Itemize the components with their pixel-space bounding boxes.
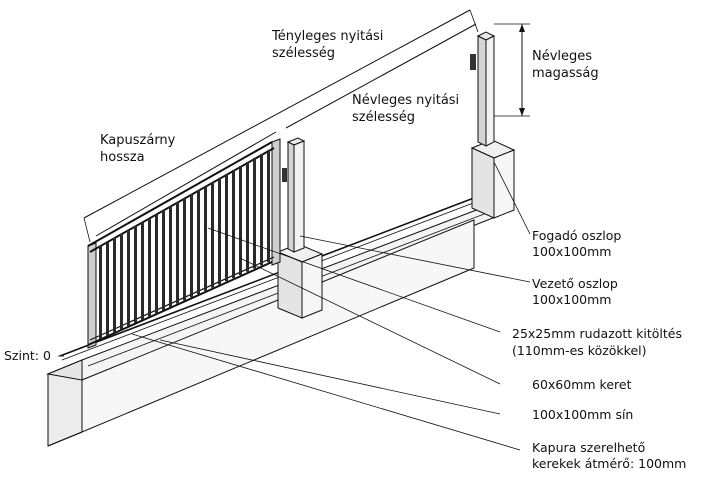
guide-post-callout-1: Vezető oszlop (532, 276, 618, 291)
infill-bar (232, 170, 235, 279)
nominal-height-label-2: magasság (532, 66, 599, 81)
wheels-callout-1: Kapura szerelhető (532, 440, 645, 455)
infill-bar (141, 222, 144, 320)
receiving-post (470, 31, 496, 147)
infill-bar (134, 226, 137, 323)
infill-callout-2: (110mm-es közökkel) (512, 343, 647, 358)
infill-bar (169, 206, 172, 307)
infill-bar (197, 190, 200, 295)
infill-bar (176, 202, 179, 304)
nominal-opening-label-1: Névleges nyitási (352, 93, 459, 108)
infill-bar (155, 214, 158, 314)
rail-callout: 100x100mm sín (532, 407, 633, 422)
nominal-opening-label-2: szélesség (352, 110, 415, 125)
infill-bar (253, 158, 256, 269)
infill-bar (120, 234, 123, 330)
infill-bar (267, 150, 270, 263)
infill-bar (211, 182, 214, 288)
leader-lines (58, 161, 531, 451)
actual-opening-label-1: Tényleges nyitási (271, 29, 383, 44)
infill-bar (204, 186, 207, 291)
infill-bar (190, 194, 193, 298)
nominal-height-label-1: Névleges (532, 49, 592, 64)
receiving-post-callout-2: 100x100mm (532, 244, 611, 259)
level-label: Szint: 0 (4, 348, 51, 363)
guide-post-callout-2: 100x100mm (532, 292, 611, 307)
infill-bar (260, 154, 263, 266)
actual-opening-label-2: szélesség (272, 46, 335, 61)
infill-bar (246, 162, 249, 272)
infill-bar (106, 242, 109, 336)
receiving-pier (470, 139, 516, 219)
gate-leaf (87, 138, 281, 349)
infill-bar (99, 246, 102, 339)
receiving-post-callout-1: Fogadó oszlop (532, 228, 621, 243)
infill-bar (113, 238, 116, 333)
infill-callout-1: 25x25mm rudazott kitöltés (512, 326, 682, 341)
infill-bar (127, 230, 130, 326)
guide-post (282, 137, 306, 253)
frame-callout: 60x60mm keret (532, 377, 632, 392)
leaf-length-label-1: Kapuszárny (100, 133, 176, 148)
leaf-length-label-2: hossza (100, 150, 145, 165)
infill-bar (148, 218, 151, 317)
infill-bar (162, 210, 165, 311)
infill-bar (183, 198, 186, 301)
wheels-callout-2: kerekek átmérő: 100mm (532, 456, 686, 471)
infill-bar (225, 174, 228, 282)
dimension-lines (83, 9, 530, 243)
infill-bar (239, 166, 242, 275)
infill-bar (218, 178, 221, 285)
